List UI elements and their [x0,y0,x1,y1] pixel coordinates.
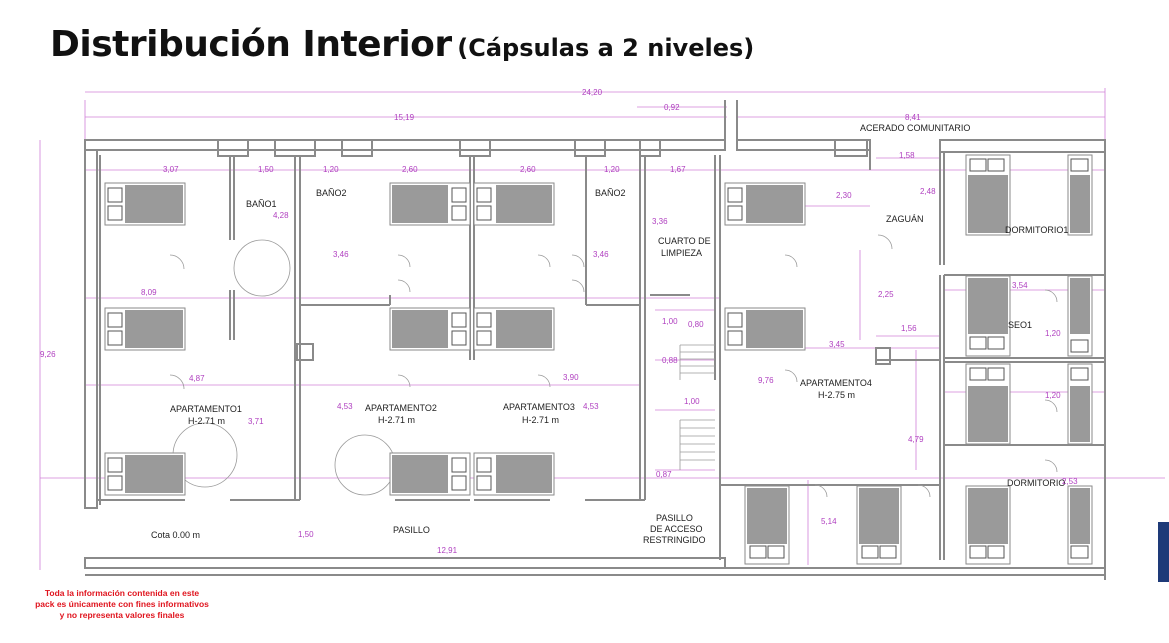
dim-225: 2,25 [878,290,894,299]
dim-346b: 3,46 [593,250,609,259]
room-labels: BAÑO1 BAÑO2 BAÑO2 CUARTO DE LIMPIEZA ZAG… [151,123,1068,545]
capsule-beds [104,154,1093,565]
page-title: Distribución Interior (Cápsulas a 2 nive… [50,24,754,65]
label-apt2-height: H-2.71 m [378,415,415,425]
dim-120b: 1,20 [604,165,620,174]
label-apt4-name: APARTAMENTO4 [800,378,872,388]
dim-248: 2,48 [920,187,936,196]
label-apt3-height: H-2.71 m [522,415,559,425]
dim-088: 0,88 [662,356,678,365]
dim-total-width: 24,20 [582,88,603,97]
dim-080: 0,80 [688,320,704,329]
label-cuarto-line1: CUARTO DE [658,236,711,246]
dim-120a: 1,20 [323,165,339,174]
dim-120c: 1,20 [1045,329,1061,338]
dim-167: 1,67 [670,165,686,174]
disclaimer-line-3: y no representa valores finales [59,610,185,620]
label-bano1: BAÑO1 [246,199,277,209]
label-apt3-name: APARTAMENTO3 [503,402,575,412]
dim-346a: 3,46 [333,250,349,259]
label-pasillo-acceso-3: RESTRINGIDO [643,535,706,545]
dim-left-width: 15,19 [394,113,415,122]
dim-260a: 2,60 [402,165,418,174]
label-dorm-3: DORMITORIO [1007,478,1065,488]
dim-100a: 1,00 [662,317,678,326]
dim-336: 3,36 [652,217,668,226]
dim-087: 0,87 [656,470,672,479]
dim-976: 9,76 [758,376,774,385]
label-bano2-left: BAÑO2 [316,188,347,198]
label-cota: Cota 0.00 m [151,530,200,540]
dim-354: 3,54 [1012,281,1028,290]
dim-253: 2,53 [1062,477,1078,486]
walls [84,100,1106,580]
dim-1291: 12,91 [437,546,458,555]
dim-371: 3,71 [248,417,264,426]
dim-345: 3,45 [829,340,845,349]
disclaimer-note: Toda la información contenida en este pa… [22,588,222,621]
dim-307: 3,07 [163,165,179,174]
dim-150b: 1,50 [298,530,314,539]
dimension-labels: 24,20 15,19 0,92 8,41 9,26 3,07 1,50 1,2… [40,88,1078,555]
dim-487: 4,87 [189,374,205,383]
label-dorm-1: DORMITORIO1 [1005,225,1068,235]
dim-514: 5,14 [821,517,837,526]
dim-120d: 1,20 [1045,391,1061,400]
label-dorm-2: SEO1 [1008,320,1032,330]
side-tab[interactable] [1158,522,1169,582]
label-apt2-name: APARTAMENTO2 [365,403,437,413]
label-pasillo-acceso-1: PASILLO [656,513,693,523]
dim-453a: 4,53 [337,402,353,411]
dim-230: 2,30 [836,191,852,200]
label-pasillo-acceso-2: DE ACCESO [650,524,703,534]
label-apt1-name: APARTAMENTO1 [170,404,242,414]
label-bano2-right: BAÑO2 [595,188,626,198]
dim-158: 1,58 [899,151,915,160]
stairs [679,344,715,470]
dim-260b: 2,60 [520,165,536,174]
dim-453b: 4,53 [583,402,599,411]
label-apt1-height: H-2.71 m [188,416,225,426]
dim-390: 3,90 [563,373,579,382]
title-subtitle: (Cápsulas a 2 niveles) [457,34,755,62]
dim-479: 4,79 [908,435,924,444]
label-apt4-height: H-2.75 m [818,390,855,400]
dim-right-width: 8,41 [905,113,921,122]
door-swings [169,234,1058,498]
dim-100b: 1,00 [684,397,700,406]
label-acerado: ACERADO COMUNITARIO [860,123,970,133]
dim-height: 9,26 [40,350,56,359]
dim-150: 1,50 [258,165,274,174]
dim-gap: 0,92 [664,103,680,112]
title-main: Distribución Interior [50,24,452,65]
label-cuarto-line2: LIMPIEZA [661,248,702,258]
label-pasillo: PASILLO [393,525,430,535]
label-zaguan: ZAGUÁN [886,214,924,224]
dim-428: 4,28 [273,211,289,220]
disclaimer-line-2: pack es únicamente con fines informativo… [35,599,209,609]
disclaimer-line-1: Toda la información contenida en este [44,588,200,598]
dim-156: 1,56 [901,324,917,333]
dim-809: 8,09 [141,288,157,297]
